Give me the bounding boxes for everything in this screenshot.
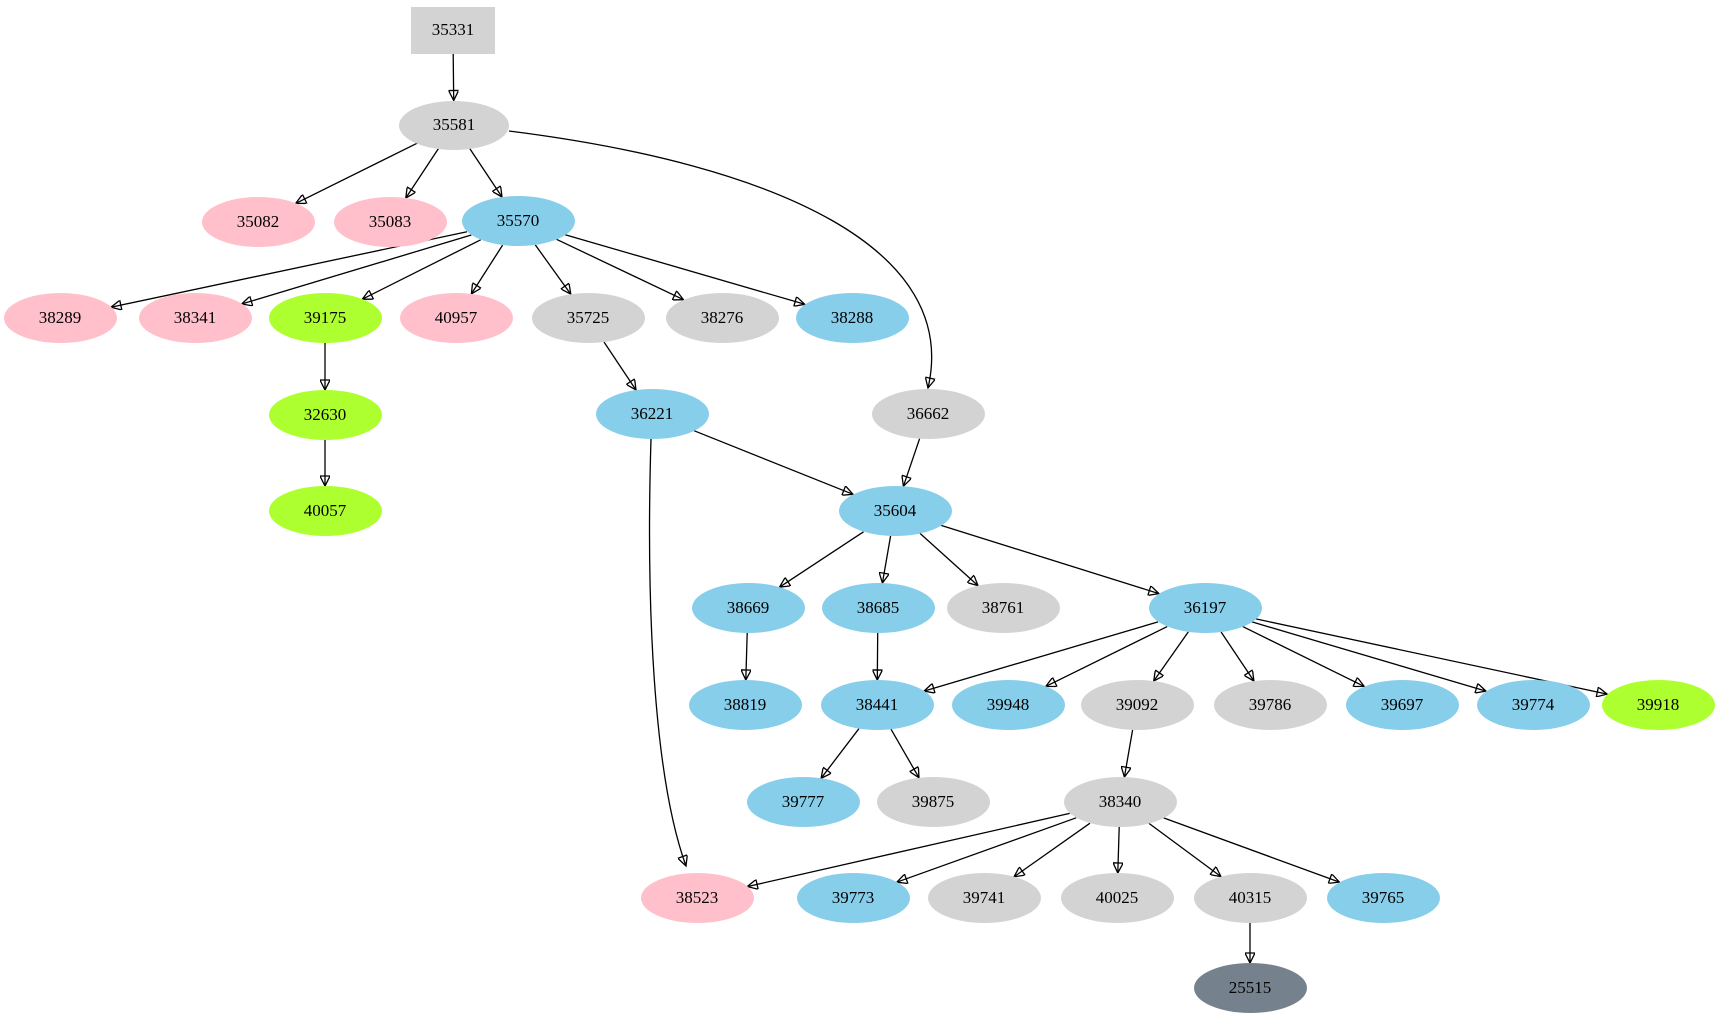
node-38340: 38340 <box>1063 777 1177 827</box>
edge-35604-38685 <box>882 535 892 583</box>
node-35604: 35604 <box>838 486 952 536</box>
edge-35570-39175 <box>362 239 481 299</box>
edge-36662-35604 <box>903 438 921 487</box>
edge-35570-35725 <box>534 244 571 294</box>
node-32630: 32630 <box>268 390 382 440</box>
node-39774: 39774 <box>1476 680 1590 730</box>
edge-36197-39786 <box>1220 631 1254 681</box>
node-38276: 38276 <box>665 293 779 343</box>
node-35082: 35082 <box>201 197 315 247</box>
node-38288: 38288 <box>795 293 909 343</box>
node-39777: 39777 <box>746 777 860 827</box>
edge-38340-38523 <box>747 812 1070 886</box>
node-38341: 38341 <box>138 293 252 343</box>
edge-38340-40315 <box>1148 822 1221 876</box>
node-39948: 39948 <box>951 680 1065 730</box>
node-38685: 38685 <box>821 583 935 633</box>
edge-35581-35083 <box>406 148 440 199</box>
node-35725: 35725 <box>531 293 645 343</box>
edge-35570-38276 <box>556 238 684 299</box>
edge-35604-38669 <box>780 531 864 587</box>
edge-36221-38523 <box>648 438 686 866</box>
edge-35331-35581 <box>453 53 454 101</box>
edge-36197-39774 <box>1251 621 1486 691</box>
edge-36221-35604 <box>693 430 853 495</box>
node-38819: 38819 <box>688 680 802 730</box>
node-39786: 39786 <box>1213 680 1327 730</box>
node-35581: 35581 <box>399 100 509 150</box>
node-39741: 39741 <box>927 873 1041 923</box>
node-35570: 35570 <box>461 196 575 246</box>
edge-39092-38340 <box>1124 729 1134 777</box>
node-38523: 38523 <box>640 873 754 923</box>
edge-36197-38441 <box>924 621 1159 691</box>
edge-38340-39741 <box>1014 822 1091 877</box>
node-35083: 35083 <box>333 197 447 247</box>
node-39765: 39765 <box>1326 873 1440 923</box>
edge-35581-35570 <box>469 148 502 198</box>
node-36221: 36221 <box>595 389 709 439</box>
edge-35725-36221 <box>603 341 636 390</box>
node-40315: 40315 <box>1193 873 1307 923</box>
edge-36197-39948 <box>1046 626 1168 687</box>
edge-38441-39875 <box>890 728 919 778</box>
node-40025: 40025 <box>1060 873 1174 923</box>
edge-38441-39777 <box>821 728 860 779</box>
node-39875: 39875 <box>876 777 990 827</box>
node-38761: 38761 <box>946 583 1060 633</box>
edge-38669-38819 <box>746 632 747 680</box>
node-40057: 40057 <box>268 486 382 536</box>
node-38669: 38669 <box>691 583 805 633</box>
node-39092: 39092 <box>1080 680 1194 730</box>
edge-38340-39773 <box>897 817 1077 882</box>
edge-35581-36662 <box>508 130 932 388</box>
node-39175: 39175 <box>268 293 382 343</box>
node-38441: 38441 <box>820 680 934 730</box>
edge-36197-39092 <box>1154 631 1189 681</box>
edge-35604-36197 <box>940 524 1159 593</box>
node-25515: 25515 <box>1193 963 1307 1013</box>
edge-38340-39765 <box>1163 817 1340 882</box>
edge-36197-39697 <box>1242 626 1364 687</box>
node-36662: 36662 <box>871 389 985 439</box>
node-39918: 39918 <box>1601 680 1715 730</box>
node-35331: 35331 <box>411 6 495 54</box>
edge-35570-38288 <box>565 234 805 305</box>
node-40957: 40957 <box>399 293 513 343</box>
node-39697: 39697 <box>1345 680 1459 730</box>
edge-35604-38761 <box>919 532 978 585</box>
edge-35570-38341 <box>242 234 472 304</box>
edge-35570-40957 <box>471 244 504 294</box>
node-36197: 36197 <box>1148 583 1262 633</box>
node-39773: 39773 <box>796 873 910 923</box>
node-38289: 38289 <box>3 293 117 343</box>
edge-35581-35082 <box>296 142 418 203</box>
edge-38340-40025 <box>1118 826 1119 873</box>
